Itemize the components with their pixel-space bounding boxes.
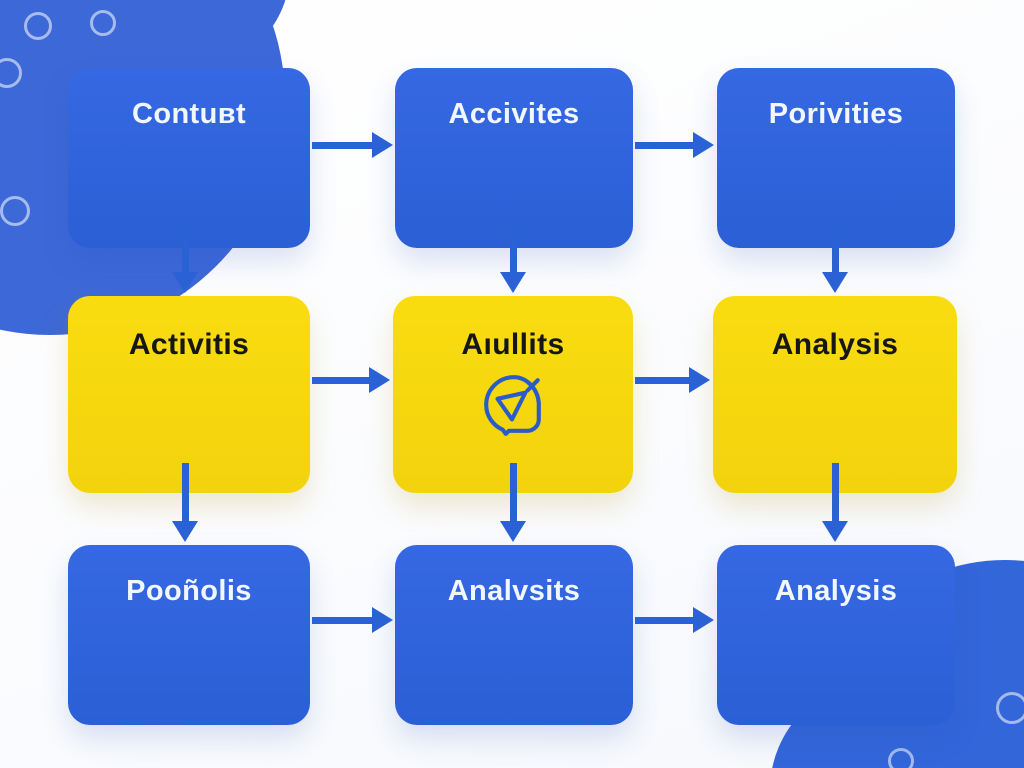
flow-box-porivities: Porivities <box>717 68 955 248</box>
decor-ring-icon <box>888 748 914 768</box>
decor-ring-icon <box>24 12 52 40</box>
arrow-down-icon <box>172 220 198 293</box>
flow-box-contust: Contuвt <box>68 68 310 248</box>
flow-box-label: Analysis <box>771 328 899 361</box>
arrow-right-icon <box>312 132 393 158</box>
arrow-right-icon <box>312 607 393 633</box>
flow-box-label: Accivites <box>448 98 580 130</box>
decor-ring-icon <box>0 196 30 226</box>
flow-box-label: Analysis <box>774 575 898 607</box>
decor-ring-icon <box>0 58 22 88</box>
flow-box-label: Activitis <box>128 328 250 361</box>
arrow-down-icon <box>822 220 848 293</box>
flow-box-poonolis: Pooñolis <box>68 545 310 725</box>
flow-box-label: Aıullits <box>461 328 565 361</box>
arrow-right-icon <box>635 607 714 633</box>
flow-box-label: Pooñolis <box>126 575 252 607</box>
arrow-down-icon <box>822 463 848 542</box>
flow-box-accivites: Accivites <box>395 68 633 248</box>
decor-ring-icon <box>90 10 116 36</box>
flow-box-activitis: Activitis <box>68 296 310 493</box>
flow-box-label: Porivities <box>768 98 904 130</box>
arrow-right-icon <box>635 132 714 158</box>
flow-box-label: Analvsits <box>447 575 581 607</box>
arrow-down-icon <box>500 220 526 293</box>
flow-box-analvsits: Analvsits <box>395 545 633 725</box>
arrow-right-icon <box>312 367 390 393</box>
arrow-down-icon <box>172 463 198 542</box>
arrow-right-icon <box>635 367 710 393</box>
flow-box-label: Contuвt <box>131 98 247 130</box>
arrow-down-icon <box>500 463 526 542</box>
flow-box-analysis-mid: Analysis <box>713 296 957 493</box>
flow-box-analysis-bottom: Analysis <box>717 545 955 725</box>
check-bubble-icon <box>480 372 546 446</box>
decor-ring-icon <box>996 692 1024 724</box>
flow-box-aullits: Aıullits <box>393 296 633 493</box>
